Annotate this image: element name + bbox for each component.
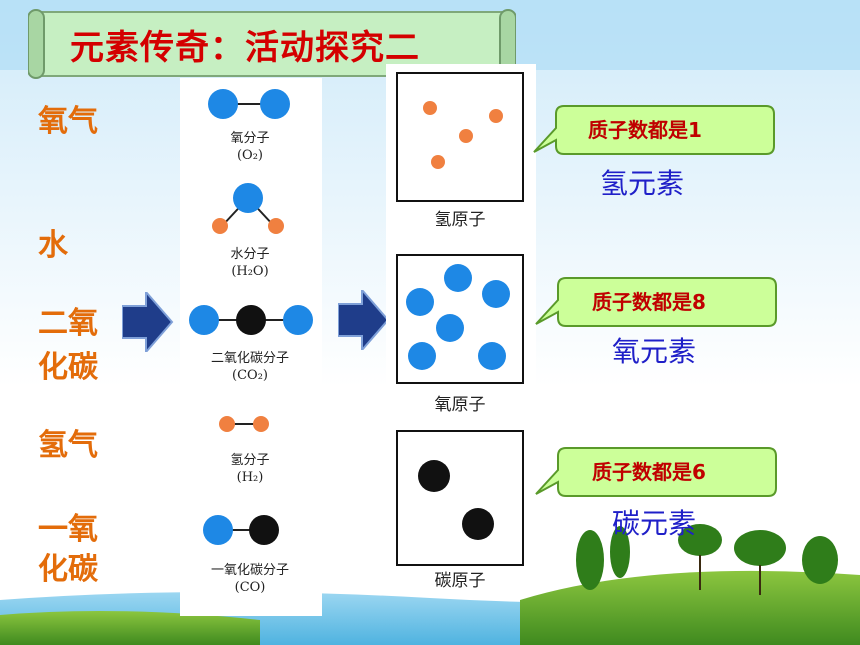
- label-water: 水: [38, 228, 68, 263]
- h2o-molecule-icon: [212, 183, 284, 234]
- label-oxygen-gas: 氧气: [38, 104, 98, 139]
- label-co-line1: 一氧: [38, 512, 98, 547]
- co-name: 一氧化碳分子: [210, 563, 289, 578]
- h2o-name: 水分子: [230, 247, 270, 262]
- co-formula: (CO): [234, 580, 266, 595]
- oxygen-atoms-box: [396, 254, 524, 384]
- title-scroll-banner: [28, 9, 516, 79]
- oxygen-atom-caption: 氧原子: [434, 395, 486, 415]
- co-molecule-icon: [203, 515, 279, 545]
- label-co2-line1: 二氧: [38, 306, 98, 341]
- carbon-atoms-box: [396, 430, 524, 566]
- co2-formula: (CO₂): [232, 368, 268, 383]
- h2-formula: (H₂): [236, 470, 264, 485]
- page-title: 元素传奇：活动探究二: [70, 28, 420, 68]
- label-hydrogen-gas: 氢气: [38, 428, 98, 463]
- h2o-formula: (H₂O): [231, 264, 269, 279]
- carbon-atom-caption: 碳原子: [434, 571, 486, 591]
- o2-caption: 氧分子 (O₂): [180, 130, 320, 164]
- co2-molecule-icon: [189, 305, 313, 335]
- o2-name: 氧分子: [230, 131, 270, 146]
- carbon-callout-bubble: [535, 447, 777, 497]
- arrow-right-icon: [122, 292, 174, 352]
- h2-caption: 氢分子 (H₂): [180, 452, 320, 486]
- oxygen-callout-bubble: [535, 277, 777, 327]
- hydrogen-callout-bubble: [533, 105, 775, 155]
- label-co2-line2: 化碳: [38, 350, 98, 385]
- hydrogen-atoms-box: [396, 72, 524, 202]
- arrow-right-icon: [338, 290, 390, 350]
- hydrogen-callout-text: 质子数都是1: [588, 118, 702, 142]
- o2-formula: (O₂): [236, 148, 263, 163]
- h2-name: 氢分子: [230, 453, 270, 468]
- o2-molecule-icon: [208, 89, 290, 119]
- oxygen-element-name: 氧元素: [612, 335, 697, 368]
- co-caption: 一氧化碳分子 (CO): [180, 562, 320, 596]
- oxygen-callout-text: 质子数都是8: [592, 290, 706, 314]
- hydrogen-atom-caption: 氢原子: [434, 210, 486, 230]
- co2-caption: 二氧化碳分子 (CO₂): [180, 350, 320, 384]
- co2-name: 二氧化碳分子: [210, 351, 289, 366]
- h2o-caption: 水分子 (H₂O): [180, 246, 320, 280]
- carbon-callout-text: 质子数都是6: [592, 460, 706, 484]
- hydrogen-element-name: 氢元素: [600, 167, 685, 200]
- label-co-line2: 化碳: [38, 552, 98, 587]
- h2-molecule-icon: [219, 416, 269, 432]
- carbon-element-name: 碳元素: [612, 507, 697, 540]
